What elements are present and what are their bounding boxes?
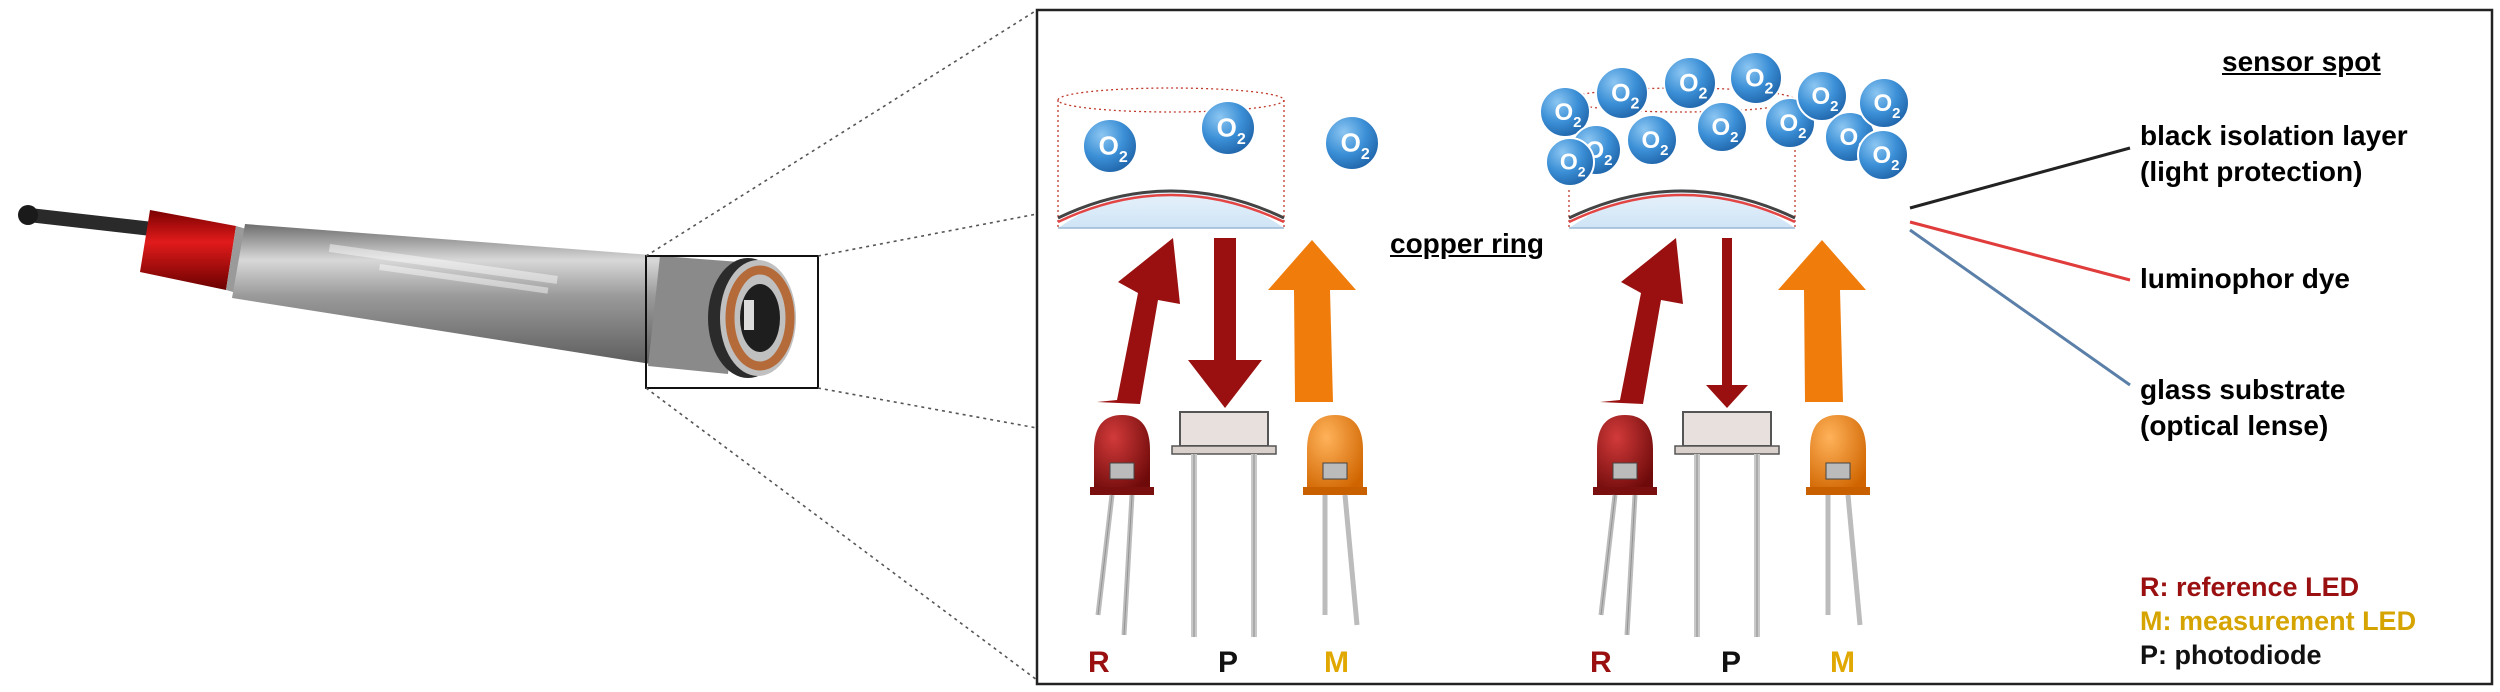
glass-substrate-line2: (optical lense) <box>2140 410 2329 441</box>
emission-arrow <box>1188 238 1262 408</box>
o2-bubble: O2 <box>1857 129 1909 181</box>
o2-bubble: O2 <box>1595 66 1649 120</box>
copper-ring-label: copper ring <box>1390 228 1545 259</box>
measurement-excitation-arrow <box>1268 240 1356 402</box>
reference-excitation-arrow <box>1097 238 1180 404</box>
isolation-leader <box>1909 146 2131 210</box>
luminophor-dye-label: luminophor dye <box>2140 263 2350 294</box>
label-r-high: R <box>1590 646 1612 679</box>
legend-photodiode: P: photodiode <box>2140 640 2322 670</box>
o2-bubble: O2 <box>1324 115 1380 171</box>
o2-bubble: O2 <box>1626 114 1678 166</box>
red-connector <box>140 210 236 290</box>
o2-bubble: O2 <box>1663 56 1717 110</box>
cable-end-cap <box>18 205 38 225</box>
luminophor-leader <box>1909 220 2131 282</box>
o2-bubble: O2 <box>1200 100 1256 156</box>
copper-ring-detail <box>725 265 795 371</box>
reference-excitation-arrow <box>1600 238 1683 404</box>
light-arrows-high-o2 <box>1600 238 1866 408</box>
sensor-tip <box>708 258 796 378</box>
emission-arrow-weak <box>1706 238 1748 408</box>
o2-molecules: O2O2O2O2O2O2O2O2O2O2O2O2O2O2O2O2 <box>1082 51 1910 187</box>
isolation-layer-label: black isolation layer (light protection) <box>2140 118 2408 190</box>
legend-measurement-led: M: measurement LED <box>2140 606 2417 636</box>
light-arrows-low-o2 <box>1097 238 1356 408</box>
o2-bubble-label: O2 <box>1780 110 1807 142</box>
optode-device <box>18 205 819 389</box>
o2-bubble: O2 <box>1696 101 1748 153</box>
label-p-low: P <box>1218 646 1239 679</box>
o2-bubble: O2 <box>1729 51 1783 105</box>
legend-reference-led: R: reference LED <box>2140 572 2360 602</box>
isolation-layer-line2: (light protection) <box>2140 156 2363 187</box>
o2-bubble: O2 <box>1082 118 1138 174</box>
glass-substrate-line1: glass substrate <box>2140 374 2346 405</box>
o2-bubble: O2 <box>1796 70 1848 122</box>
isolation-layer-line1: black isolation layer <box>2140 120 2408 151</box>
measurement-excitation-arrow <box>1778 240 1866 402</box>
sensor-spot-low-o2 <box>1057 87 1285 229</box>
layer-leader-lines <box>1909 146 2131 387</box>
sensor-housing <box>232 224 690 368</box>
o2-bubble: O2 <box>1539 86 1591 138</box>
label-m-high: M <box>1830 646 1855 679</box>
sensor-spot-title: sensor spot <box>2222 46 2381 77</box>
label-r-low: R <box>1088 646 1110 679</box>
zoom-lines <box>645 9 1038 681</box>
label-p-high: P <box>1721 646 1742 679</box>
glass-substrate-label: glass substrate (optical lense) <box>2140 372 2345 444</box>
o2-bubble: O2 <box>1545 137 1595 187</box>
substrate-leader <box>1909 228 2131 387</box>
label-m-low: M <box>1324 646 1349 679</box>
o2-bubble: O2 <box>1858 77 1910 129</box>
zoom-region <box>645 255 819 389</box>
